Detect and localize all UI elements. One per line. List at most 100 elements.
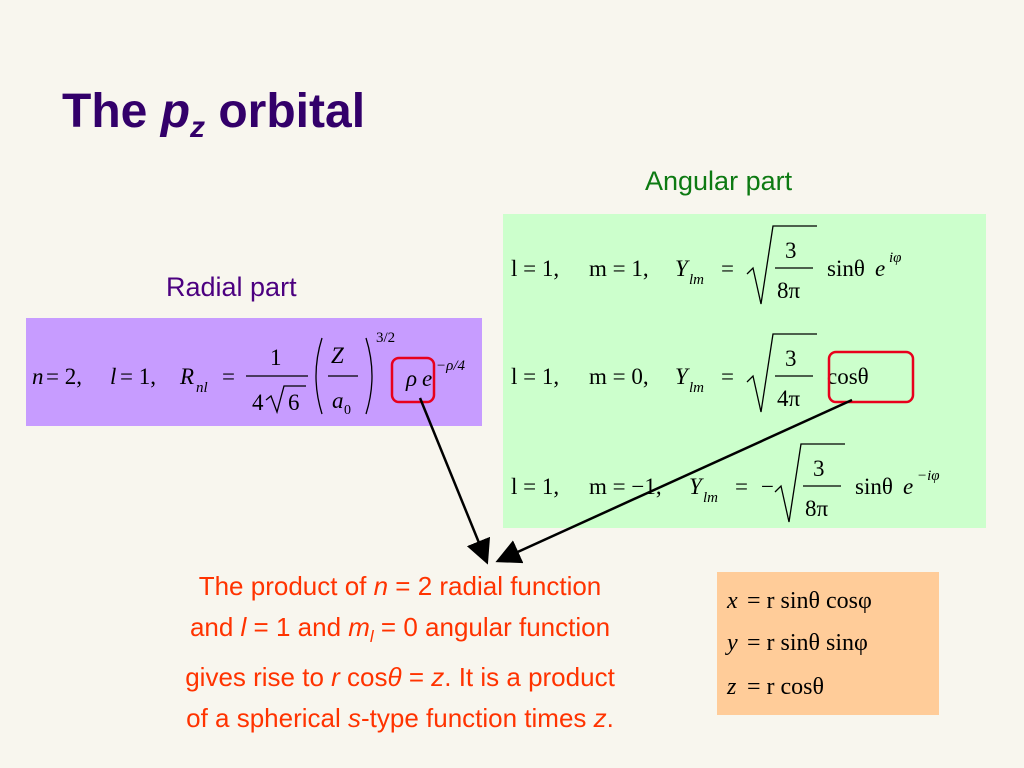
slide-title: The pz orbital (62, 88, 365, 143)
title-pz: pz (160, 85, 205, 143)
angular-numerator: 3 (785, 346, 797, 371)
angular-e-exponent: −iφ (917, 468, 940, 484)
arrow-from-angular (495, 398, 853, 564)
angular-e-symbol: e (903, 474, 913, 499)
cos-highlight (827, 350, 915, 404)
rho-symbol: ρ (405, 366, 417, 391)
a-symbol: a (332, 388, 344, 413)
angular-e-symbol: e (875, 256, 885, 281)
angular-numerator: 3 (813, 456, 825, 481)
a-subscript: 0 (344, 403, 351, 418)
desc-m: m (348, 612, 370, 642)
cartesian-rhs: = r sinθ cosφ (747, 588, 872, 614)
desc-text: -type function times (360, 703, 594, 734)
angular-l-value: l = 1, (511, 474, 559, 499)
arrow-from-radial (418, 397, 491, 565)
angular-equals: = (721, 256, 734, 281)
angular-Y-symbol: Y (675, 364, 690, 389)
power-three-halves: 3/2 (376, 330, 395, 346)
cartesian-lhs: x (726, 588, 738, 614)
angular-Y-symbol: Y (675, 256, 690, 281)
angular-equals: = (721, 364, 734, 389)
desc-r: r (331, 662, 340, 693)
angular-function: sinθ (827, 256, 865, 281)
coef-denominator-6: 6 (288, 390, 300, 415)
angular-denominator: 4π (777, 386, 801, 411)
desc-text: cos (339, 662, 388, 693)
angular-denominator: 8π (805, 496, 829, 521)
n-value: = 2, (46, 364, 82, 389)
cartesian-rhs: = r sinθ sinφ (747, 630, 868, 656)
radial-equation-box: n = 2, l = 1, R nl = 1 4 6 Z a 0 3/2 ρ e… (26, 318, 482, 426)
angular-e-exponent: iφ (889, 250, 901, 266)
desc-z2: z (593, 703, 607, 734)
desc-text: . It is a product (444, 662, 615, 693)
R-symbol: R (179, 364, 194, 389)
desc-line-4: of a spherical s-type function times z. (100, 698, 700, 739)
angular-Y-symbol: Y (689, 474, 704, 499)
desc-line-1: The product of n = 2 radial function (100, 566, 700, 607)
coef-numerator: 1 (270, 345, 282, 370)
n-symbol: n (32, 364, 44, 389)
cartesian-lhs: y (725, 630, 738, 656)
desc-s: s (347, 703, 361, 734)
title-suffix: orbital (218, 85, 366, 138)
cartesian-box: x = r sinθ cosφ y = r sinθ sinφ z = r cosθ (717, 572, 939, 715)
sqrt-sign (746, 333, 817, 413)
coef-denominator-4: 4 (252, 390, 264, 415)
Z-symbol: Z (331, 343, 344, 368)
sqrt-sign (774, 443, 845, 523)
angular-Y-subscript: lm (689, 380, 704, 396)
desc-n: n (373, 571, 389, 601)
desc-text: = (401, 662, 432, 693)
R-subscript: nl (196, 380, 208, 396)
desc-text: of a spherical (186, 703, 348, 734)
desc-l: l (240, 612, 247, 642)
radial-equals: = (222, 364, 235, 389)
desc-text: = 2 radial function (388, 571, 602, 601)
title-prefix: The (62, 85, 148, 138)
desc-text: = 0 angular function (373, 612, 611, 642)
desc-text: gives rise to (185, 662, 332, 693)
desc-text: The product of (198, 571, 374, 601)
radial-equation: n = 2, l = 1, R nl = 1 4 6 Z a 0 3/2 ρ e… (32, 330, 465, 418)
angular-numerator: 3 (785, 238, 797, 263)
description-text: The product of n = 2 radial function and… (100, 566, 700, 739)
angular-m-value: m = 1, (589, 256, 649, 281)
e-exponent: −ρ/4 (436, 358, 465, 374)
title-z-subscript: z (190, 111, 206, 144)
desc-text: = 1 and (246, 612, 349, 642)
angular-equals: = (735, 474, 748, 499)
angular-function: sinθ (855, 474, 893, 499)
title-p: p (160, 85, 191, 138)
l-value: = 1, (120, 364, 156, 389)
e-symbol: e (422, 366, 432, 391)
cartesian-lhs: z (726, 674, 737, 700)
angular-l-value: l = 1, (511, 364, 559, 389)
cartesian-equations: x = r sinθ cosφ y = r sinθ sinφ z = r cosθ (725, 588, 872, 700)
angular-denominator: 8π (777, 278, 801, 303)
angular-function: cosθ (827, 364, 869, 389)
desc-text: and (189, 612, 241, 642)
desc-theta: θ (387, 662, 402, 693)
desc-line-2: and l = 1 and ml = 0 angular function (100, 607, 700, 657)
radial-part-label: Radial part (166, 272, 297, 302)
cartesian-rhs: = r cosθ (747, 674, 824, 700)
angular-part-label: Angular part (645, 166, 793, 196)
rho-highlight (390, 356, 436, 404)
l-symbol: l (110, 364, 116, 389)
desc-line-3: gives rise to r cosθ = z. It is a produc… (100, 657, 700, 698)
angular-sign: − (761, 474, 774, 499)
desc-m-sub: l (369, 627, 374, 647)
angular-Y-subscript: lm (703, 490, 718, 506)
sqrt-sign (746, 225, 817, 305)
angular-l-value: l = 1, (511, 256, 559, 281)
angular-m-value: m = 0, (589, 364, 649, 389)
angular-Y-subscript: lm (689, 272, 704, 288)
desc-text: . (606, 703, 614, 734)
desc-z: z (431, 662, 445, 693)
angular-m-value: m = −1, (589, 474, 662, 499)
